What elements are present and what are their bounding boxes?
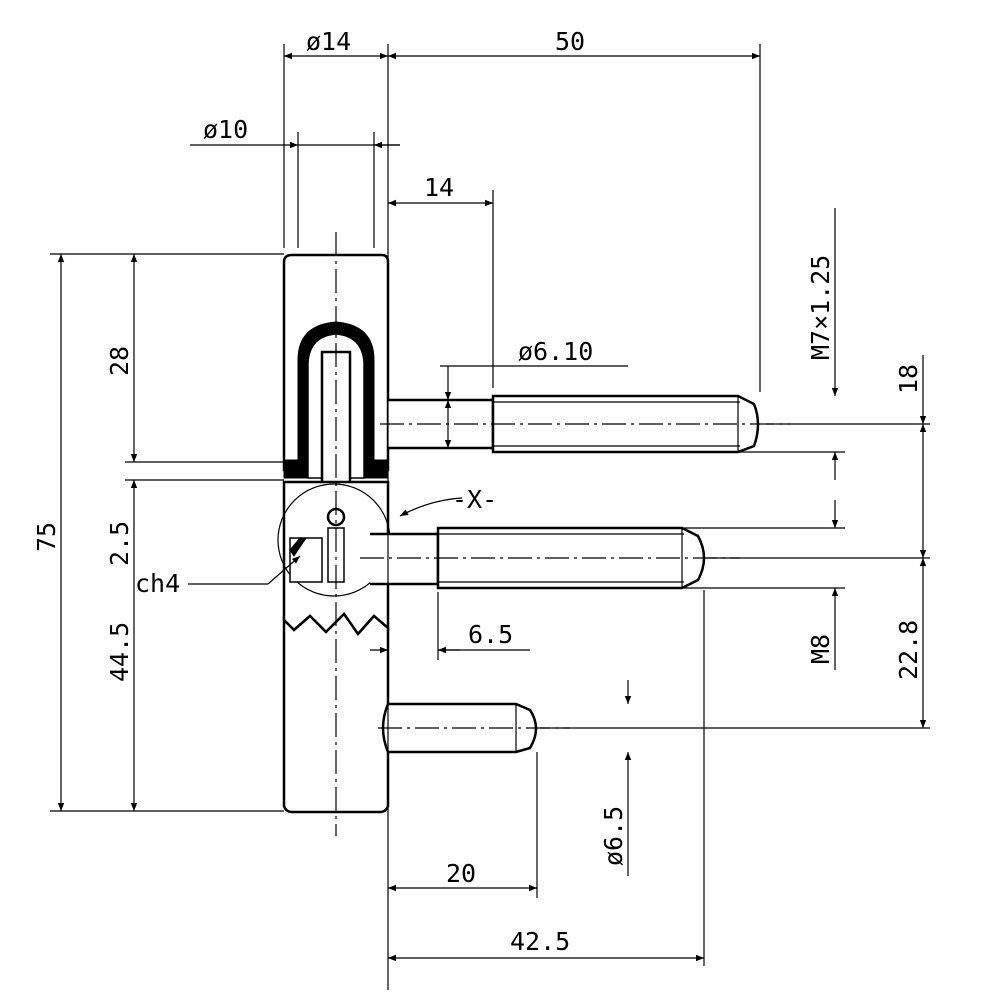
dim-dia10: ø10 [203, 115, 248, 144]
dim-42-5: 42.5 [510, 927, 570, 956]
dim-28: 28 [105, 346, 134, 376]
dim-m8: M8 [806, 634, 835, 664]
extension-lines [50, 44, 930, 990]
seal-band-right [365, 459, 389, 479]
dim-50: 50 [555, 27, 585, 56]
dim-75: 75 [32, 522, 61, 552]
dim-ch4: ch4 [135, 569, 180, 598]
dimension-labels: ø14 50 ø10 14 ø6.10 M7×1.25 18 28 75 2.5… [32, 27, 923, 956]
dim-14: 14 [424, 173, 454, 202]
dim-44-5: 44.5 [105, 622, 134, 682]
dim-2-5: 2.5 [105, 521, 134, 566]
pins [370, 394, 760, 754]
hex-socket-black [289, 537, 307, 557]
dim-6-5: 6.5 [468, 620, 513, 649]
dim-18: 18 [894, 364, 923, 394]
dim-m7: M7×1.25 [806, 255, 835, 360]
dim-22-8: 22.8 [894, 620, 923, 680]
middle-pin-thread [436, 526, 706, 590]
dim-20: 20 [446, 859, 476, 888]
middle-pin-neck [370, 532, 440, 586]
dim-dia610: ø6.10 [518, 337, 593, 366]
dimension-lines [57, 52, 927, 962]
dim-dia14: ø14 [306, 27, 351, 56]
dim-dia6-5: ø6.5 [599, 806, 628, 866]
seal-band [283, 459, 307, 479]
detail-x-label: -X- [452, 485, 497, 514]
